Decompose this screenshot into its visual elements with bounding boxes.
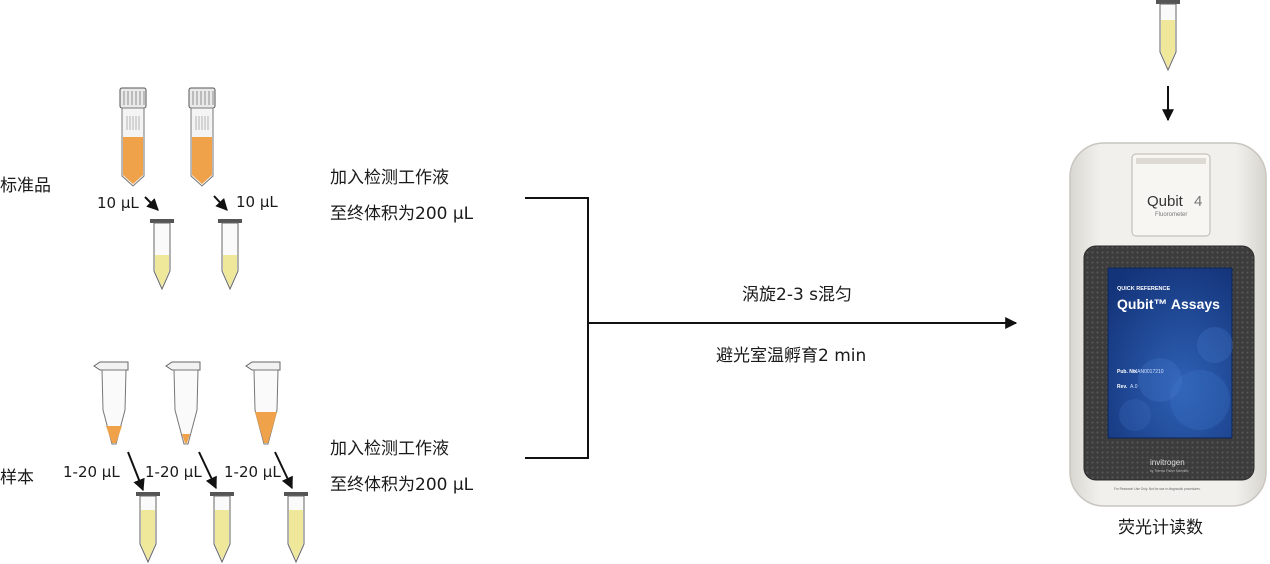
- sample-arrow-1: [127, 451, 145, 492]
- std-arrow-2: [213, 195, 228, 211]
- sample-volume-1: 1-20 µL: [63, 463, 120, 481]
- sample-arrow-2: [198, 451, 217, 490]
- card-pub-no: MAN0017210: [1133, 369, 1164, 375]
- std-volume-2: 10 µL: [236, 193, 278, 211]
- assay-tube-top: [1156, 0, 1180, 72]
- card-pub-label: Pub. No.: [1117, 369, 1138, 375]
- card-kicker: QUICK REFERENCE: [1117, 286, 1171, 292]
- assay-tube-sample-2: [210, 492, 234, 564]
- assay-tube-std-2: [218, 219, 242, 291]
- maker-logo: invitrogen: [1150, 458, 1185, 467]
- sample-volume-2: 1-20 µL: [145, 463, 202, 481]
- device-footer: For Research Use Only. Not for use in di…: [1114, 487, 1201, 491]
- device-brand: Qubit: [1147, 193, 1184, 210]
- card-rev: A.0: [1130, 384, 1138, 390]
- device-model: 4: [1194, 193, 1202, 210]
- standard-tube-1: [119, 87, 147, 187]
- incubate-step: 避光室温孵育2 min: [716, 346, 867, 366]
- maker-sub: by Thermo Fisher Scientific: [1150, 469, 1189, 473]
- std-add-step-line1: 加入检测工作液: [330, 168, 449, 188]
- std-volume-1: 10 µL: [97, 194, 139, 212]
- assay-tube-sample-3: [284, 492, 308, 564]
- samples-label: 样本: [0, 468, 34, 488]
- sample-add-step-line2: 至终体积为200 µL: [330, 475, 474, 495]
- sample-tube-2: [165, 361, 201, 445]
- assay-tube-sample-1: [136, 492, 160, 564]
- sample-arrow-3: [274, 451, 293, 490]
- mix-step: 涡旋2-3 s混匀: [742, 285, 853, 305]
- bracket-connector: [525, 197, 589, 459]
- card-rev-label: Rev.: [1117, 384, 1128, 390]
- card-title: Qubit™ Assays: [1117, 296, 1220, 312]
- standards-label: 标准品: [0, 176, 51, 196]
- assay-tube-std-1: [150, 219, 174, 291]
- standard-tube-2: [188, 87, 216, 187]
- std-add-step-line2: 至终体积为200 µL: [330, 204, 474, 224]
- std-arrow-1: [144, 196, 159, 211]
- sample-add-step-line1: 加入检测工作液: [330, 439, 449, 459]
- device-subtitle: Fluorometer: [1155, 212, 1187, 218]
- sample-tube-1: [93, 361, 129, 445]
- qubit-device: [1069, 142, 1267, 507]
- sample-volume-3: 1-20 µL: [224, 463, 281, 481]
- reading-label: 荧光计读数: [1118, 518, 1203, 538]
- sample-tube-3: [245, 361, 281, 445]
